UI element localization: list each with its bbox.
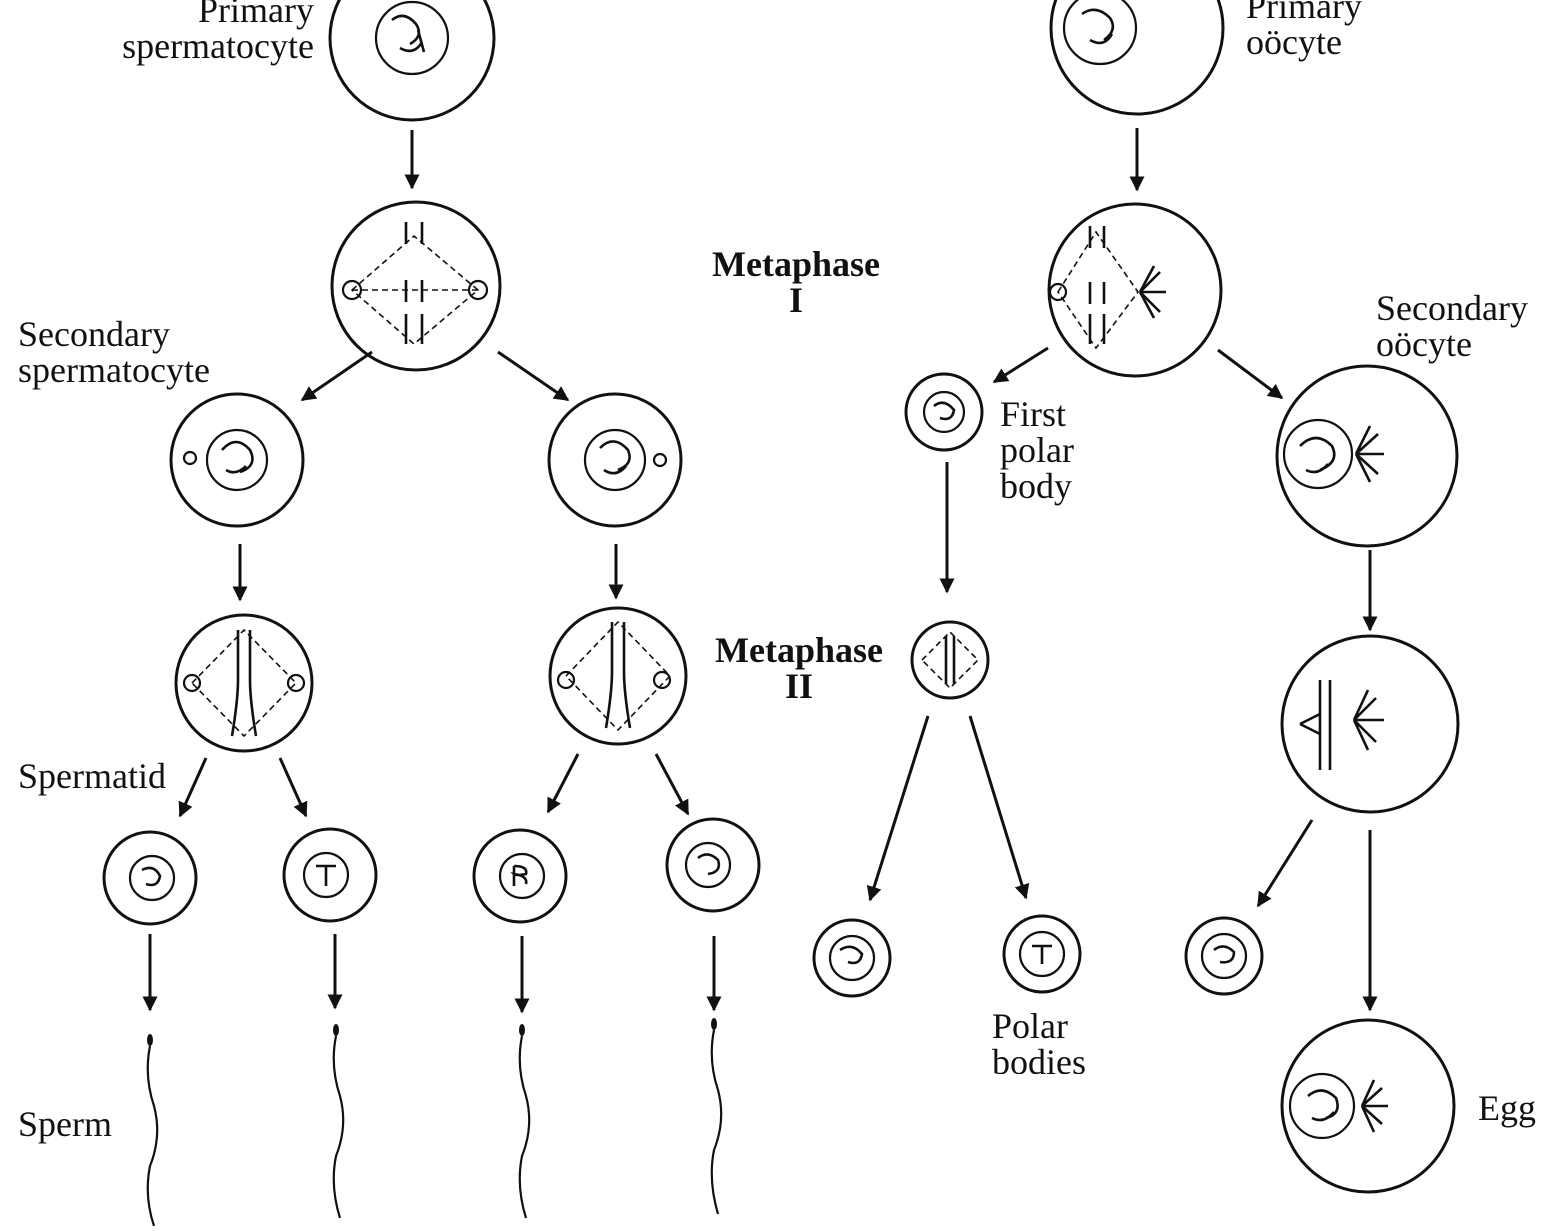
arrow-to-secondary-spermatocyte-right xyxy=(497,350,570,402)
secondary-spermatocyte-right-cell xyxy=(547,392,683,528)
label-polar-bodies: Polar bodies xyxy=(992,1008,1086,1074)
metaphase-1-spermatocyte-cell xyxy=(330,200,502,372)
polar-body-1-cell xyxy=(812,918,892,998)
metaphase-2-sperm-left-cell xyxy=(174,613,314,753)
arrow-to-polar-body-1 xyxy=(866,715,930,902)
spermatid-4-cell xyxy=(665,817,761,913)
arrow-to-spermatid-1 xyxy=(178,757,208,818)
sperm-3 xyxy=(518,1024,531,1219)
label-primary-oocyte: Primary oöcyte xyxy=(1246,0,1362,62)
metaphase-2-polar-body-cell xyxy=(910,620,990,700)
label-egg: Egg xyxy=(1478,1088,1536,1128)
label-primary-spermatocyte: Primary spermatocyte xyxy=(122,0,314,66)
arrow-to-secondary-spermatocyte-left xyxy=(300,350,373,402)
sperm-4 xyxy=(710,1018,723,1215)
polar-body-2-cell xyxy=(1002,914,1082,994)
spermatid-2-cell xyxy=(282,827,378,923)
arrow-to-spermatid-3 xyxy=(546,753,580,814)
sperm-2 xyxy=(332,1024,345,1219)
metaphase-2-oocyte-cell xyxy=(1280,634,1460,814)
polar-body-3-cell xyxy=(1184,916,1264,996)
secondary-spermatocyte-left-cell xyxy=(169,392,305,528)
label-metaphase-1: Metaphase I xyxy=(712,244,880,320)
metaphase-2-sperm-right-cell xyxy=(548,606,688,746)
egg-cell xyxy=(1280,1018,1456,1194)
sperm-1 xyxy=(146,1034,159,1227)
arrow-to-polar-body-2 xyxy=(968,715,1030,900)
spermatid-1-cell xyxy=(102,830,198,926)
arrow-to-spermatid-4 xyxy=(654,753,690,816)
primary-spermatocyte-cell xyxy=(328,0,496,122)
metaphase-1-oocyte-cell xyxy=(1047,202,1223,378)
arrow-to-polar-body-3 xyxy=(1256,819,1314,908)
primary-oocyte-cell xyxy=(1049,0,1225,116)
arrow-to-secondary-oocyte xyxy=(1217,348,1284,400)
label-sperm: Sperm xyxy=(18,1104,112,1144)
secondary-oocyte-cell xyxy=(1275,364,1459,548)
arrow-to-spermatid-2 xyxy=(278,757,308,818)
label-secondary-spermatocyte: Secondary spermatocyte xyxy=(18,314,210,390)
spermatid-3-cell xyxy=(472,828,568,924)
label-spermatid: Spermatid xyxy=(18,756,166,796)
label-metaphase-2: Metaphase II xyxy=(715,630,883,706)
first-polar-body-cell xyxy=(904,372,984,452)
label-secondary-oocyte: Secondary oöcyte xyxy=(1376,288,1528,364)
arrow-to-first-polar-body xyxy=(992,346,1049,384)
label-first-polar-body: First polar body xyxy=(1000,394,1074,506)
